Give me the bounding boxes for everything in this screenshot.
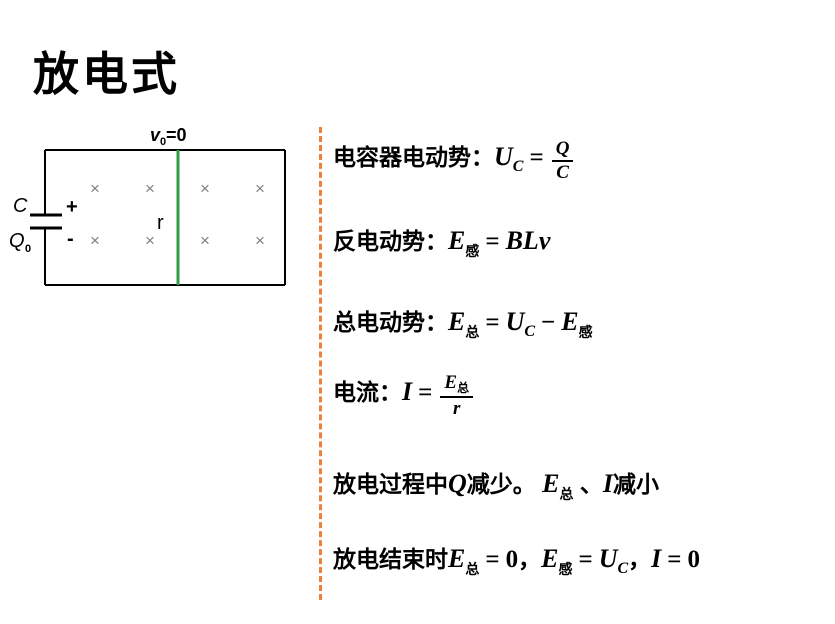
field-cross-icon: × bbox=[145, 179, 155, 198]
page-title: 放电式 bbox=[33, 48, 180, 100]
var-E: E bbox=[448, 307, 466, 336]
text-part: 减少。 bbox=[466, 471, 543, 497]
var-Q: Q bbox=[448, 469, 467, 498]
section-divider bbox=[319, 127, 322, 600]
sub-C: C bbox=[524, 323, 536, 340]
var-E: E bbox=[448, 226, 466, 255]
equals-sign: = bbox=[485, 546, 500, 573]
field-cross-icon: × bbox=[145, 231, 155, 250]
value-zero: 0 bbox=[687, 546, 701, 573]
denominator-r: r bbox=[453, 397, 461, 419]
minus-sign: − bbox=[541, 309, 556, 336]
charge-subscript: 0 bbox=[25, 243, 31, 255]
circuit-diagram: v 0 =0 C + Q 0 - r × × × × × × × × bbox=[9, 125, 286, 286]
sub-C: C bbox=[617, 560, 629, 577]
text-part: 放电过程中 bbox=[333, 471, 448, 497]
var-U: U bbox=[598, 544, 618, 573]
sub-zong: 总 bbox=[457, 381, 470, 395]
equals-sign: = bbox=[667, 546, 682, 573]
sub-zong: 总 bbox=[559, 486, 574, 502]
numerator-E-zong: E总 bbox=[440, 372, 474, 398]
sub-gan: 感 bbox=[465, 243, 480, 259]
field-cross-icon: × bbox=[90, 179, 100, 198]
var-E: E bbox=[448, 544, 466, 573]
var-E: E bbox=[444, 372, 458, 393]
equals-sign: = bbox=[485, 309, 500, 336]
formula-back-emf: 反电动势：E感 =BLv bbox=[333, 222, 550, 261]
velocity-label: v bbox=[150, 125, 161, 145]
equals-sign: = bbox=[485, 228, 500, 255]
formula-label: 反电动势： bbox=[333, 228, 448, 254]
capacitor-label: C bbox=[13, 195, 28, 217]
formula-label: 电容器电动势： bbox=[333, 144, 494, 171]
field-cross-icon: × bbox=[255, 179, 265, 198]
equals-sign: = bbox=[529, 144, 544, 172]
text-part: 、 bbox=[573, 471, 603, 497]
rod-resistance-label: r bbox=[157, 212, 164, 234]
var-E: E bbox=[561, 307, 579, 336]
formula-label: 总电动势： bbox=[333, 309, 448, 335]
var-E: E bbox=[542, 469, 560, 498]
var-U: U bbox=[494, 142, 513, 172]
velocity-subscript: 0 bbox=[160, 136, 166, 148]
field-cross-icon: × bbox=[200, 231, 210, 250]
sub-zong: 总 bbox=[465, 324, 480, 340]
sub-gan: 感 bbox=[558, 561, 573, 577]
var-E: E bbox=[541, 544, 559, 573]
statement-discharge-process: 放电过程中Q减少。 E总 、I减小 bbox=[333, 465, 659, 504]
velocity-value: =0 bbox=[166, 125, 187, 145]
var-I: I bbox=[402, 377, 413, 407]
equals-sign: = bbox=[578, 546, 593, 573]
formula-total-emf: 总电动势：E总=UC−E感 bbox=[333, 303, 593, 342]
statement-discharge-end: 放电结束时E总=0，E感=UC，I=0 bbox=[333, 540, 700, 579]
field-cross-icon: × bbox=[200, 179, 210, 198]
text-part: 减小 bbox=[613, 471, 660, 497]
text-part: 放电结束时 bbox=[333, 546, 448, 572]
field-cross-icon: × bbox=[255, 231, 265, 250]
var-I: I bbox=[651, 544, 662, 573]
var-U: U bbox=[505, 307, 525, 336]
charge-label: Q bbox=[9, 230, 25, 252]
sub-gan: 感 bbox=[578, 324, 593, 340]
numerator-Q: Q bbox=[551, 138, 574, 162]
comma: ， bbox=[628, 546, 652, 572]
sub-zong: 总 bbox=[465, 561, 480, 577]
equals-sign: = bbox=[418, 379, 433, 407]
denominator-C: C bbox=[556, 161, 569, 183]
minus-sign: - bbox=[67, 228, 74, 250]
plus-sign: + bbox=[66, 196, 78, 218]
comma: ， bbox=[518, 546, 542, 572]
field-cross-icon: × bbox=[90, 231, 100, 250]
value-zero: 0 bbox=[505, 546, 519, 573]
formula-label: 电流： bbox=[333, 379, 402, 406]
var-BLv: BLv bbox=[505, 226, 551, 255]
var-I: I bbox=[602, 469, 614, 498]
sub-C: C bbox=[512, 158, 524, 176]
